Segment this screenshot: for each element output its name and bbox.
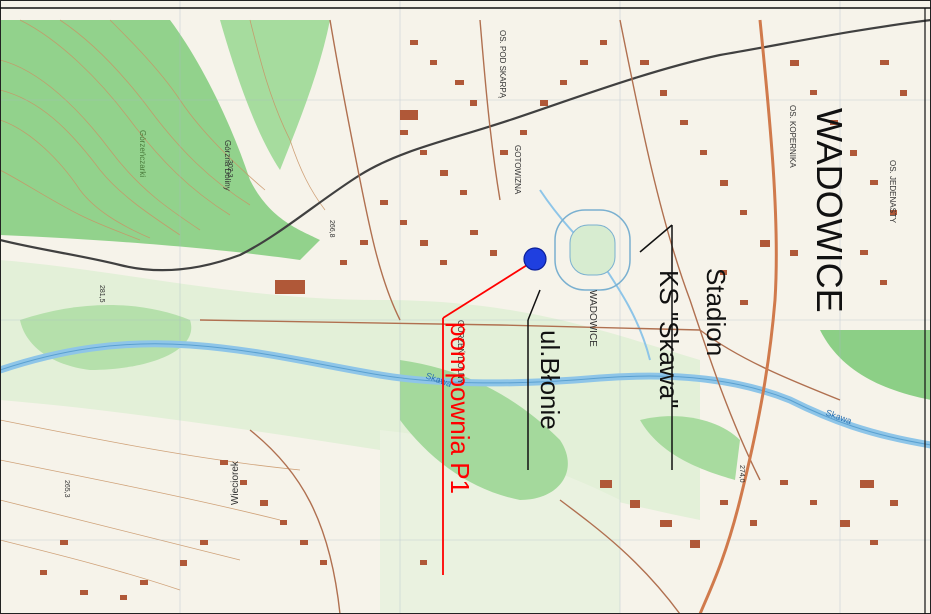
stadium-annotation: Stadion KS "Skawa"	[639, 224, 731, 470]
forest-area-north	[220, 20, 330, 170]
street-leader-line	[527, 289, 541, 321]
label-gorzen-dolny: GÓRZEŃ DOLNY	[456, 320, 465, 385]
buildings	[40, 40, 907, 600]
forest-area-east	[820, 330, 931, 400]
main-road-wadowice	[698, 19, 778, 614]
label-gorzenczarki: Górzeńczarki	[138, 130, 147, 177]
river-skawa-edge	[0, 343, 931, 446]
pump-label-p1: pompownia P1	[445, 322, 475, 494]
label-os-pod-skarpa: OS. POD SKARPĄ	[498, 30, 507, 99]
stadium-leader-line	[639, 224, 673, 253]
label-os-jedenasty: OS. JEDENASTY	[888, 160, 897, 224]
street-annotation: ul.Błonie	[527, 289, 565, 470]
label-elev-3: 266,8	[328, 220, 335, 238]
pump-annotation: pompownia P1	[442, 247, 547, 575]
pump-leader-line	[442, 259, 536, 319]
label-village: Wieciorek	[230, 460, 241, 505]
street-label-blonie: ul.Błonie	[535, 330, 565, 430]
label-wadowice-small: WADOWICE	[587, 290, 598, 347]
label-os-kopernika: OS. KOPERNIKA	[788, 105, 797, 168]
forest-area-northwest	[0, 20, 320, 260]
forest-area-central	[400, 360, 568, 500]
label-elev-1: 302,3	[226, 160, 233, 178]
railway-line	[0, 18, 931, 272]
stadium-label-line2: KS "Skawa"	[654, 270, 684, 408]
stadium-label-line1: Stadion	[701, 268, 731, 356]
label-elev-4: 274,0	[738, 465, 745, 483]
forest-area-southeast	[640, 416, 740, 480]
contour-lines	[0, 19, 326, 591]
label-hill: Górzna Doliny	[223, 140, 232, 191]
label-elev-2: 281,5	[98, 285, 105, 303]
pump-station-marker[interactable]	[523, 247, 547, 271]
label-gotowizna: GOTOWIZNA	[513, 145, 522, 195]
stadium-area	[554, 209, 631, 291]
city-label-wadowice: WADOWICE	[809, 108, 850, 313]
label-elev-5: 265,3	[63, 480, 70, 498]
